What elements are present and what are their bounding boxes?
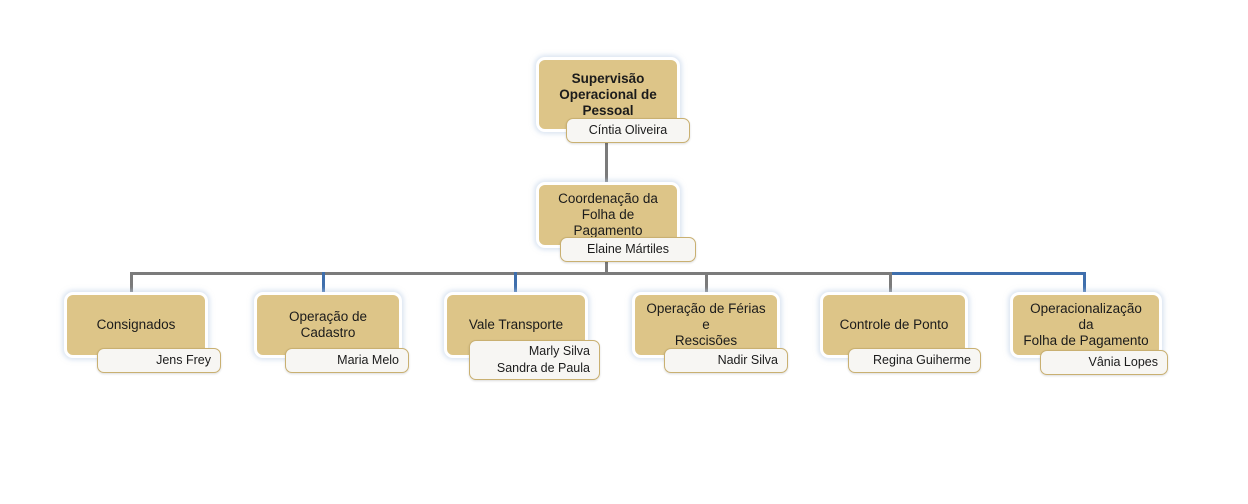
node-vale-transporte[interactable]: Vale Transporte: [444, 292, 588, 358]
connector-drop-child-6: [1083, 272, 1086, 292]
plate-operacao-de-cadastro[interactable]: Maria Melo: [285, 348, 409, 373]
plate-supervisao-operacional-de-pessoal[interactable]: Cíntia Oliveira: [566, 118, 690, 143]
plate-operacao-de-ferias-e-rescisoes[interactable]: Nadir Silva: [664, 348, 788, 373]
node-operacao-de-ferias-e-rescisoes[interactable]: Operação de Férias e Rescisões: [632, 292, 780, 358]
node-title: Vale Transporte: [468, 317, 564, 332]
person-name: Regina Guiherme: [873, 352, 971, 367]
node-controle-de-ponto[interactable]: Controle de Ponto: [820, 292, 968, 358]
node-title: Operação de Cadastro: [288, 309, 368, 340]
connector-bus-blue: [889, 272, 1086, 275]
connector-drop-child-2: [322, 272, 325, 292]
person-name: Vânia Lopes: [1088, 354, 1158, 369]
node-title: Controle de Ponto: [839, 317, 949, 332]
node-operacao-de-cadastro[interactable]: Operação de Cadastro: [254, 292, 402, 358]
node-title: Consignados: [96, 317, 176, 332]
node-title: Operacionalização da Folha de Pagamento: [1023, 301, 1149, 348]
connector-coordination-to-bus: [605, 258, 608, 273]
plate-coordenacao-da-folha-de-pagamento[interactable]: Elaine Mártiles: [560, 237, 696, 262]
connector-root-to-coordination: [605, 132, 608, 182]
plate-operacionalizacao-da-folha-de-pagamento[interactable]: Vânia Lopes: [1040, 350, 1168, 375]
node-consignados[interactable]: Consignados: [64, 292, 208, 358]
person-name: Maria Melo: [337, 352, 399, 367]
connector-drop-child-1: [130, 272, 133, 292]
connector-bus-gray: [130, 272, 891, 275]
node-title: Supervisão Operacional de Pessoal: [559, 70, 657, 118]
person-name: Jens Frey: [156, 352, 211, 367]
connector-drop-child-3: [514, 272, 517, 292]
connector-drop-child-5: [889, 272, 892, 292]
plate-consignados[interactable]: Jens Frey: [97, 348, 221, 373]
person-name: Marly Silva: [528, 343, 590, 358]
person-name: Sandra de Paula: [496, 360, 590, 375]
person-name: Nadir Silva: [717, 352, 778, 367]
person-name: Elaine Mártiles: [587, 241, 669, 256]
person-name: Cíntia Oliveira: [588, 122, 668, 137]
plate-controle-de-ponto[interactable]: Regina Guiherme: [848, 348, 981, 373]
node-title: Operação de Férias e Rescisões: [646, 301, 766, 348]
plate-vale-transporte[interactable]: Marly Silva Sandra de Paula: [469, 340, 600, 380]
connector-drop-child-4: [705, 272, 708, 292]
node-operacionalizacao-da-folha-de-pagamento[interactable]: Operacionalização da Folha de Pagamento: [1010, 292, 1162, 358]
node-title: Coordenação da Folha de Pagamento: [558, 191, 658, 238]
